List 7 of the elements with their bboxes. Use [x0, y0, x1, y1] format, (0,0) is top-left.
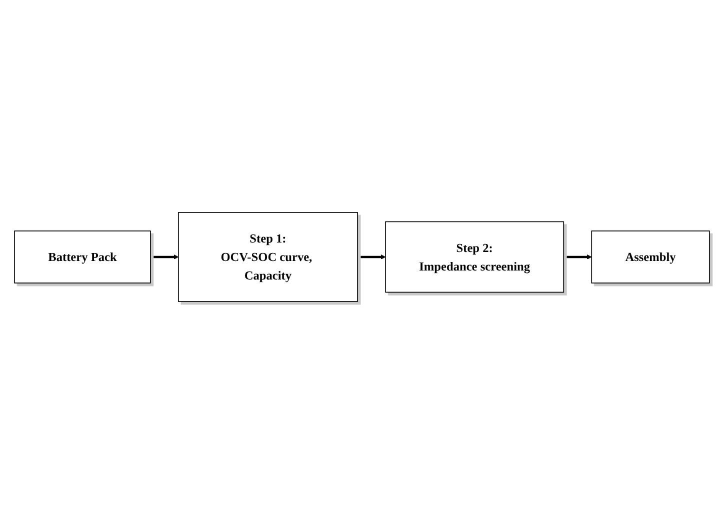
arrow [358, 254, 386, 260]
node-box: Battery Pack [14, 230, 151, 284]
arrow [564, 254, 592, 260]
arrow [150, 254, 179, 260]
node-box: Step 2: Impedance screening [385, 221, 564, 293]
node-box: Step 1: OCV-SOC curve, Capacity [178, 212, 358, 302]
node-box: Assembly [591, 230, 710, 284]
